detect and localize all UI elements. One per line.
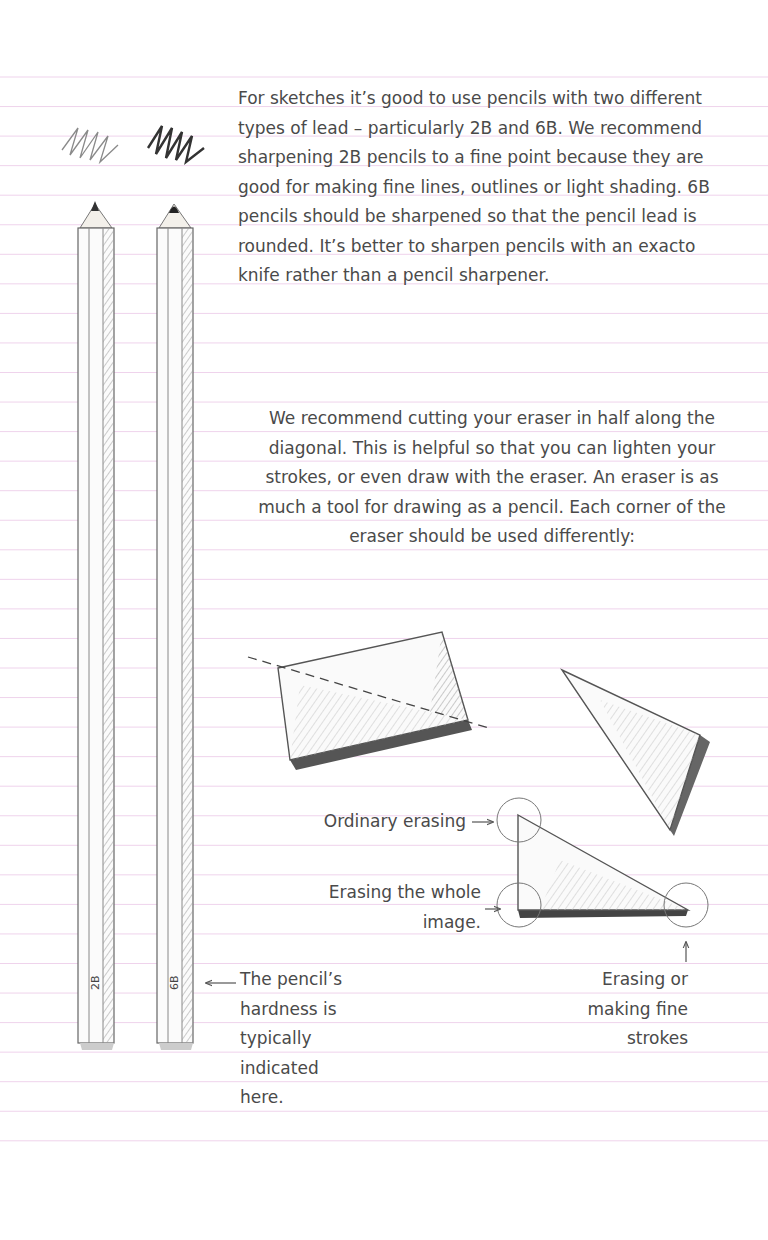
paragraph: We recommend cutting your eraser in half… bbox=[250, 404, 734, 552]
pencil-grade: 6B bbox=[169, 975, 181, 990]
ruled-line bbox=[0, 1052, 768, 1053]
ruled-line bbox=[0, 461, 768, 462]
ruled-line bbox=[0, 490, 768, 491]
ruled-line bbox=[0, 1022, 768, 1023]
ruled-line bbox=[0, 342, 768, 343]
ruled-line bbox=[0, 845, 768, 846]
callout-label: Ordinary erasing bbox=[296, 807, 466, 837]
scribble-2b bbox=[62, 128, 118, 162]
pencil-2b bbox=[78, 201, 114, 1050]
ruled-line bbox=[0, 933, 768, 934]
pencil-grade: 2B bbox=[90, 975, 102, 990]
ruled-line bbox=[0, 372, 768, 373]
paragraph: For sketches it’s good to use pencils wi… bbox=[238, 84, 738, 291]
callout-label: Erasing or making fine strokes bbox=[576, 965, 688, 1054]
note: The pencil’s hardness is typically indic… bbox=[240, 965, 358, 1113]
ruled-line bbox=[0, 579, 768, 580]
ruled-line bbox=[0, 520, 768, 521]
eraser-block bbox=[248, 632, 492, 770]
eraser-triangle bbox=[472, 798, 708, 962]
ruled-lines bbox=[0, 77, 768, 1141]
ruled-line bbox=[0, 431, 768, 432]
ruled-line bbox=[0, 993, 768, 994]
scribble-6b bbox=[148, 126, 204, 162]
pencil-6b bbox=[157, 204, 193, 1050]
ruled-line bbox=[0, 874, 768, 875]
eraser-half bbox=[562, 670, 710, 836]
ruled-line bbox=[0, 608, 768, 609]
ruled-line bbox=[0, 1111, 768, 1112]
ruled-line bbox=[0, 1081, 768, 1082]
ruled-line bbox=[0, 638, 768, 639]
ruled-line bbox=[0, 313, 768, 314]
ruled-line bbox=[0, 77, 768, 78]
ruled-line bbox=[0, 963, 768, 964]
ruled-line bbox=[0, 549, 768, 550]
ruled-line bbox=[0, 402, 768, 403]
ruled-line bbox=[0, 1140, 768, 1141]
callout-label: Erasing the whole image. bbox=[326, 878, 481, 937]
leader-line bbox=[206, 982, 236, 983]
